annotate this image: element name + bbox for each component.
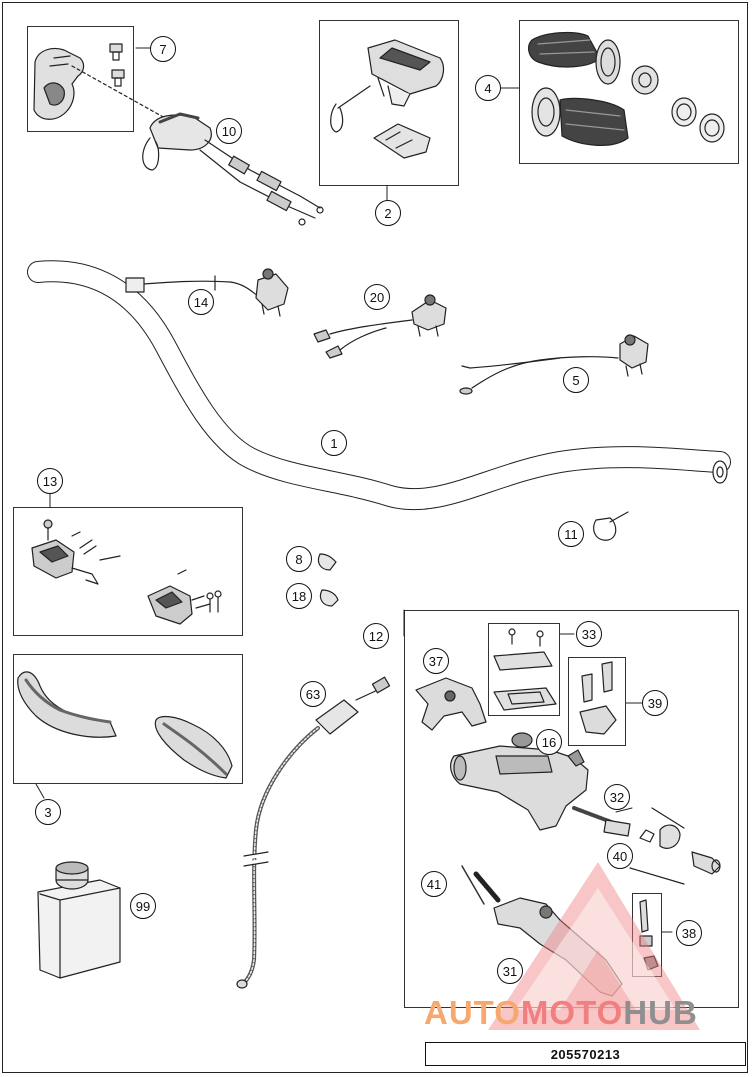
callout-63: 63: [300, 681, 326, 707]
brake-fluid-bottle-part: [37, 861, 121, 979]
clutch-clamp-part: [31, 519, 222, 625]
handlebar-part: [27, 260, 731, 511]
group-box-brake-assembly: [404, 610, 739, 1008]
callout-41: 41: [421, 871, 447, 897]
callout-33: 33: [576, 621, 602, 647]
callout-12: 12: [363, 623, 389, 649]
group-box-clamp-screws: [568, 657, 626, 746]
callout-7: 7: [150, 36, 176, 62]
callout-31: 31: [497, 958, 523, 984]
callout-40: 40: [607, 843, 633, 869]
callout-20: 20: [364, 284, 390, 310]
callout-2: 2: [375, 200, 401, 226]
brake-assembly-part: [415, 628, 721, 997]
callout-3: 3: [35, 799, 61, 825]
callout-32: 32: [604, 784, 630, 810]
callout-8: 8: [286, 546, 312, 572]
brake-line-part: [236, 676, 391, 989]
callout-37: 37: [423, 648, 449, 674]
callout-18: 18: [286, 583, 312, 609]
group-box-handguards: [13, 654, 243, 784]
group-box-switch-cover: [319, 20, 459, 186]
callout-16: 16: [536, 729, 562, 755]
watermark-text: AUTOMOTOHUB: [424, 996, 698, 1029]
callout-99: 99: [130, 893, 156, 919]
cable-tie-part: [593, 511, 629, 541]
watermark-logo: [488, 862, 700, 1030]
group-box-clutch-clamps: [13, 507, 243, 636]
group-box-throttle-housing: [27, 26, 134, 132]
callout-38: 38: [676, 920, 702, 946]
grips-part: [528, 31, 725, 146]
clamp-8-part: [317, 553, 337, 571]
throttle-housing-part: [33, 43, 166, 120]
callout-13: 13: [37, 468, 63, 494]
watermark-text-auto: AUTO: [424, 994, 521, 1031]
group-box-lever-pin: [632, 893, 662, 977]
callout-10: 10: [216, 118, 242, 144]
watermark-text-moto: MOTO: [520, 994, 624, 1031]
switch-14-part: [125, 268, 289, 317]
group-box-grips: [519, 20, 739, 164]
callout-11: 11: [558, 521, 584, 547]
part-number-label: 205570213: [550, 1046, 621, 1062]
callout-39: 39: [642, 690, 668, 716]
callout-1: 1: [321, 430, 347, 456]
watermark-text-hub: HUB: [623, 994, 698, 1031]
leader-lines: [35, 47, 673, 933]
callout-4: 4: [475, 75, 501, 101]
callout-14: 14: [188, 289, 214, 315]
switch-20-part: [313, 294, 447, 359]
part-number-box: 205570213: [425, 1042, 746, 1066]
throttle-cable-part: [142, 112, 324, 226]
group-box-reservoir-cover: [488, 623, 560, 716]
callout-5: 5: [563, 367, 589, 393]
switch-cover-part: [330, 39, 445, 159]
clamp-18-part: [319, 589, 339, 607]
switch-5-part: [459, 334, 649, 395]
handguards-part: [17, 671, 233, 779]
